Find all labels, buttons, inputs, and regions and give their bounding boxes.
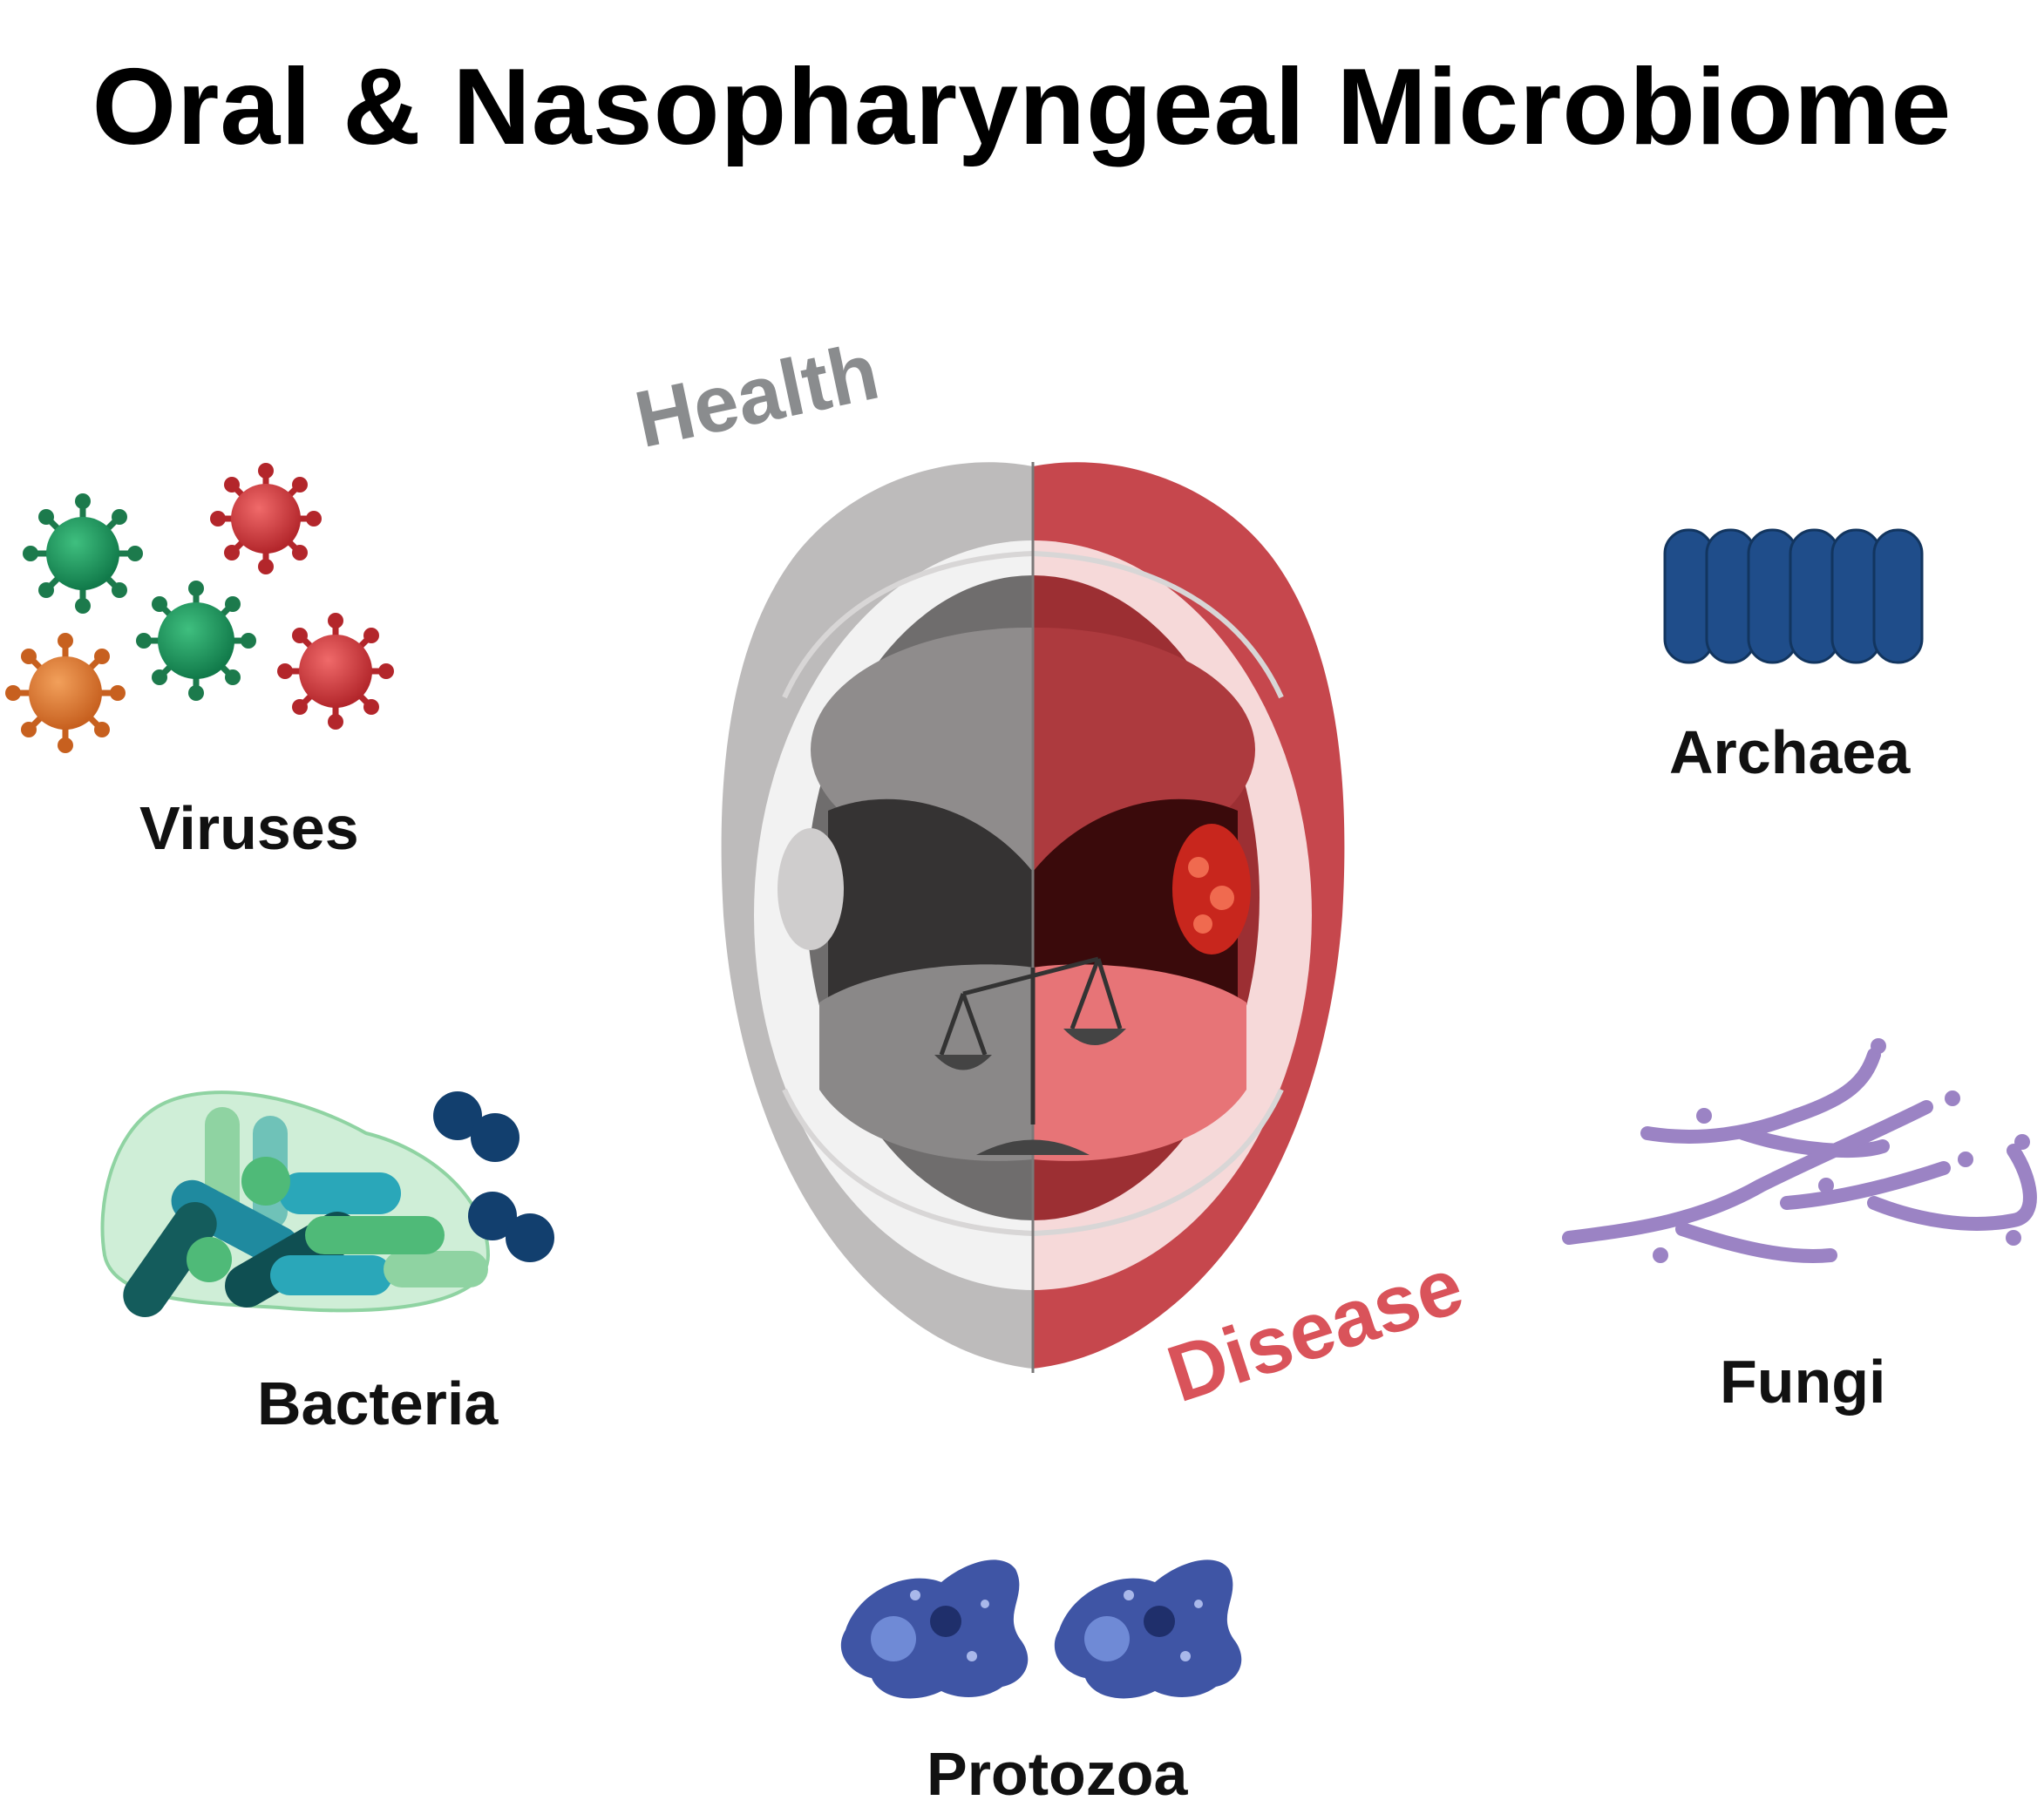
protozoa-2	[1054, 1559, 1242, 1699]
protozoa-1	[840, 1559, 1029, 1699]
archaea-label: Archaea	[1669, 718, 1911, 786]
balance-scale-icon	[934, 956, 1126, 1155]
mouth-disease-half	[1033, 462, 1345, 1369]
archaea-icon	[1663, 528, 1924, 664]
virus-green-2	[136, 581, 256, 701]
fungi-spores	[1653, 1038, 2030, 1263]
bacteria-icon	[100, 1090, 554, 1317]
virus-orange	[5, 633, 126, 753]
virus-red-2	[277, 613, 394, 730]
protozoa-icon	[840, 1559, 1242, 1699]
page-title: Oral & Nasopharyngeal Microbiome	[92, 47, 1952, 167]
protozoa-label: Protozoa	[927, 1740, 1188, 1808]
virus-icon	[5, 463, 394, 753]
virus-red-1	[210, 463, 322, 574]
fungi-icon	[1562, 1048, 2037, 1263]
fungi-label: Fungi	[1720, 1348, 1886, 1416]
viruses-label: Viruses	[139, 794, 359, 862]
mouth-health-half	[721, 462, 1033, 1369]
mouth-illustration	[721, 462, 1345, 1373]
virus-green-1	[23, 493, 143, 614]
bacteria-label: Bacteria	[257, 1369, 499, 1437]
